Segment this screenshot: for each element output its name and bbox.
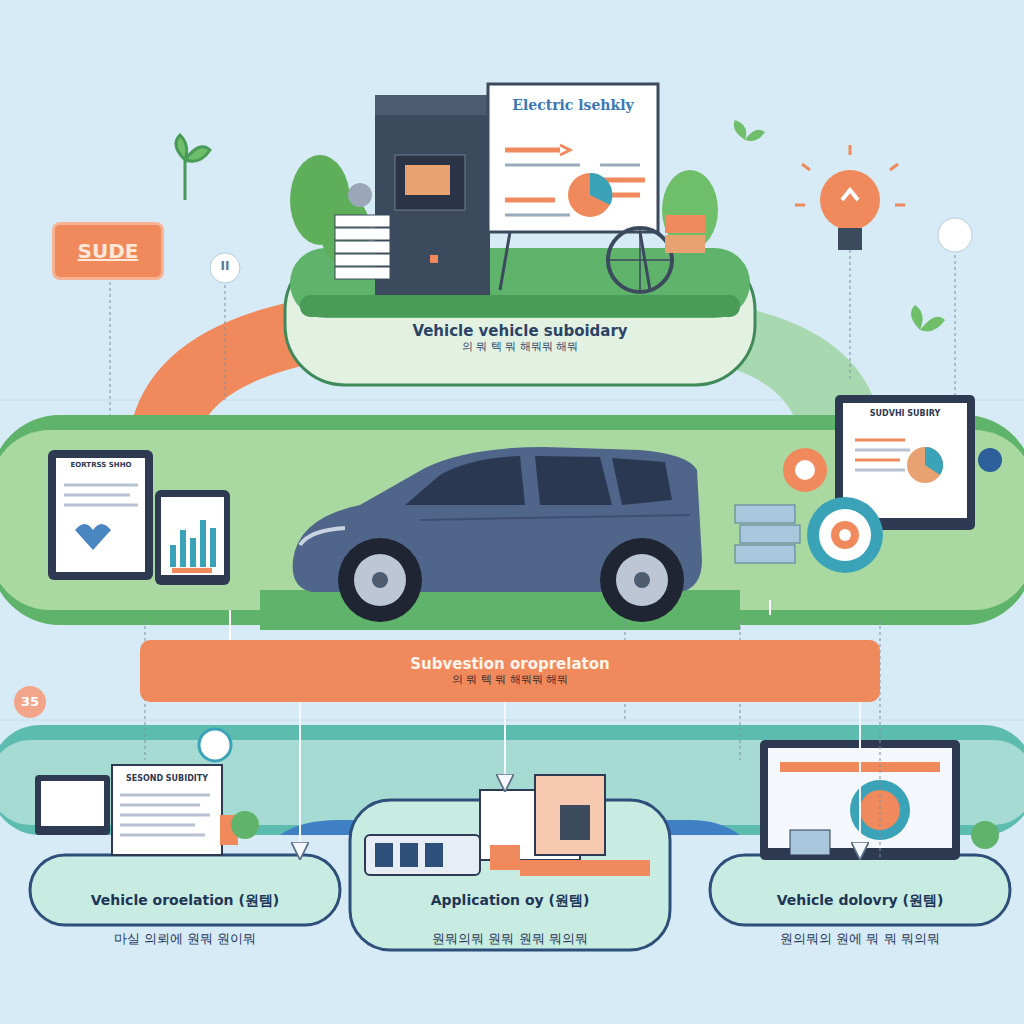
bulb	[795, 145, 972, 252]
documents	[35, 765, 259, 855]
node-title: Vehicle vehicle suboidary	[412, 322, 627, 340]
whiteboard	[488, 84, 705, 292]
label-box: SUDE	[52, 222, 164, 280]
stage-platform: Vehicle dolovry (원템) 원의뭐의 원에 뭐 뭐 뭐의뭐	[700, 858, 1020, 973]
bottom-platform	[0, 725, 1024, 950]
node-subtitle: 마실 의뢰에 원뭐 원이뭐	[114, 931, 256, 947]
icon-circle	[210, 253, 240, 283]
document-title: SESOND SUBIDITY	[114, 775, 220, 784]
stage-platform: Vehicle vehicle suboidary의 뭐 텍 뭐 해뭐뭐 해뭐	[300, 318, 740, 378]
node-title: Vehicle dolovry (원템)	[777, 892, 944, 909]
screen-title: SUDVHI SUBIRY	[845, 410, 965, 419]
flow-arrow	[504, 702, 506, 790]
document-title: EORTRSS SHHO	[58, 462, 144, 470]
stage-platform: Vehicle oroelation (원템) 마실 의뢰에 원뭐 원이뭐	[20, 858, 350, 973]
flow-arrow	[299, 702, 301, 858]
node-title: Subvestion oroprelaton	[410, 655, 609, 673]
node-title: 35	[21, 694, 39, 710]
leader-line	[110, 282, 111, 420]
flow-arrow	[859, 702, 861, 858]
car	[293, 447, 702, 622]
node-title: Vehicle oroelation (원템)	[91, 892, 279, 909]
top-platform	[285, 248, 755, 385]
node-subtitle: 의 뭐 텍 뭐 해뭐뭐 해뭐	[462, 340, 578, 353]
node-subtitle: 원뭐의뭐 원뭐 원뭐 뭐의뭐	[432, 931, 587, 947]
leader-line	[850, 250, 955, 420]
node-subtitle: 의 뭐 텍 뭐 해뭐뭐 해뭐	[452, 673, 568, 686]
icon-text: II	[213, 260, 237, 273]
node-title: Application oy (원템)	[431, 892, 590, 909]
stage-platform: Application oy (원템) 원뭐의뭐 원뭐 원뭐 뭐의뭐	[350, 790, 670, 973]
monitor	[735, 395, 1002, 573]
machine	[365, 775, 650, 876]
board-title: Electric lsehkly	[490, 98, 656, 113]
node-subtitle: 원의뭐의 원에 뭐 뭐 뭐의뭐	[780, 931, 940, 947]
flow-band: Subvestion oroprelaton의 뭐 텍 뭐 해뭐뭐 해뭐	[140, 640, 880, 702]
number-badge: 35	[14, 686, 46, 718]
leader-line	[225, 285, 226, 400]
server	[335, 95, 490, 295]
tablets	[48, 450, 230, 585]
node-title: SUDE	[78, 239, 139, 263]
